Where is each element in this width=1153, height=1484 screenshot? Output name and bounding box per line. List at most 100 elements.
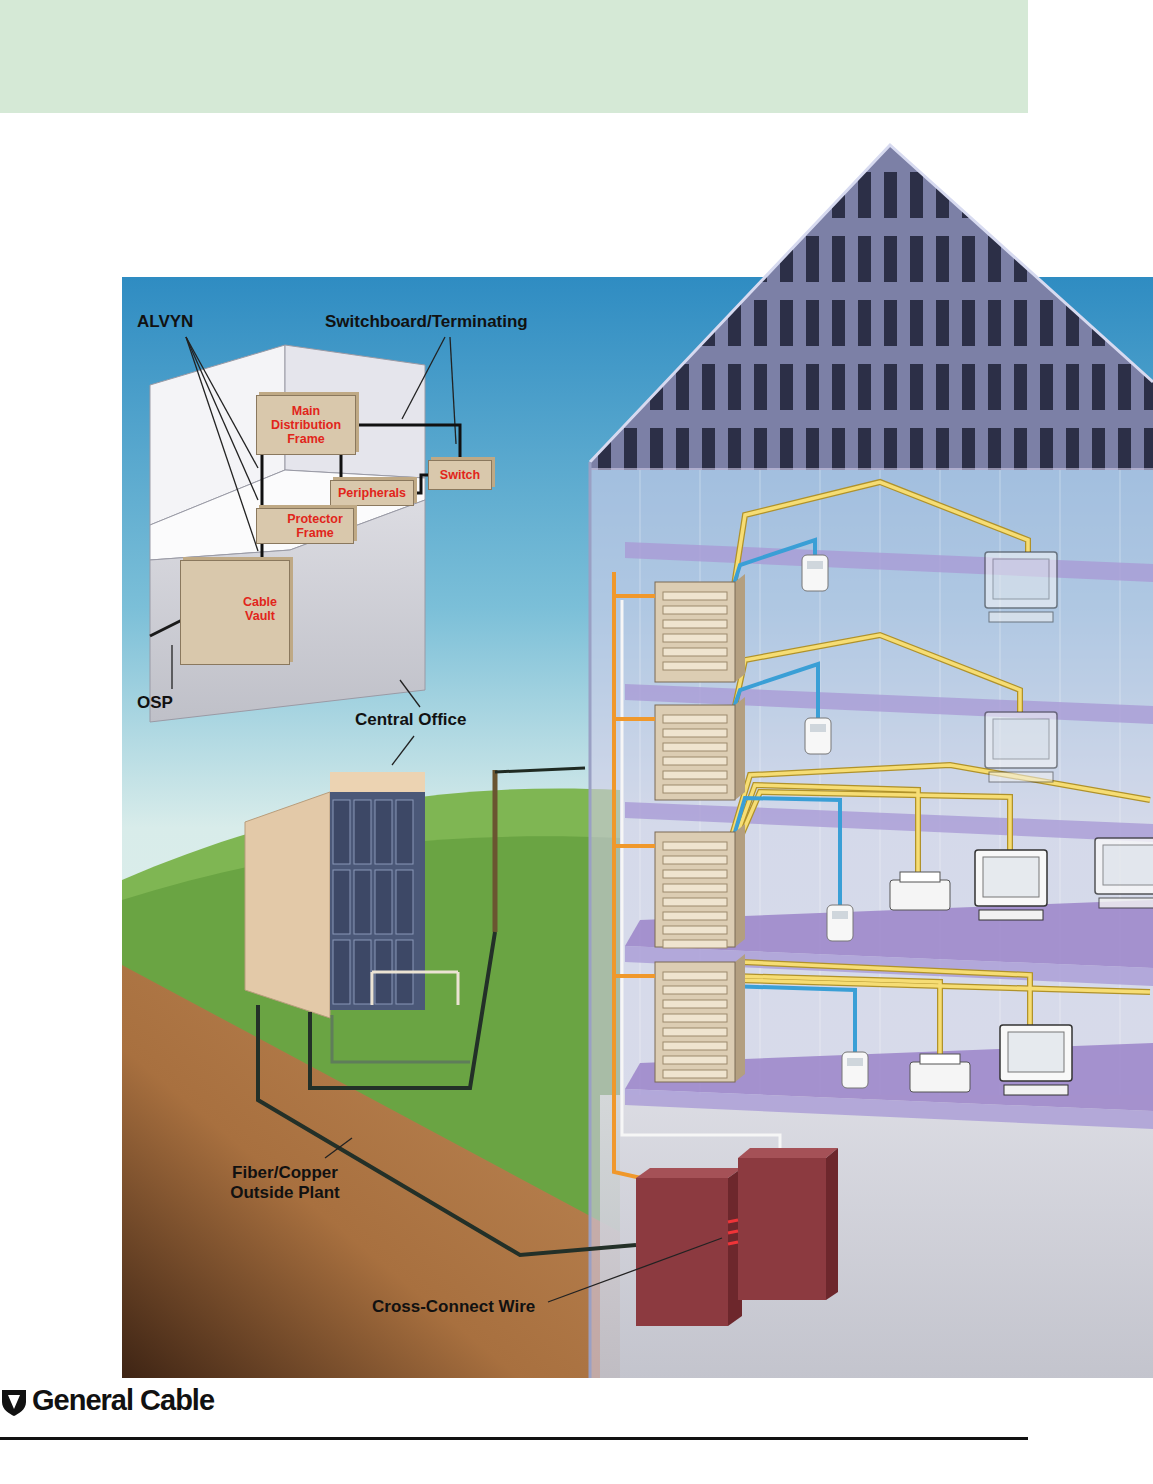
office-device: [1095, 838, 1153, 908]
building-windows: [1144, 172, 1153, 218]
network-cable: [735, 792, 1010, 850]
equipment-rack: [663, 743, 727, 751]
outside-plant-cable: [310, 932, 495, 1088]
building-windows: [1118, 300, 1131, 346]
building-windows: [728, 364, 741, 410]
office-windows: [354, 800, 371, 864]
equipment-rack: [663, 729, 727, 737]
outside-plant-cable: [258, 932, 636, 1255]
building-windows: [598, 172, 611, 218]
utility-pole: [493, 770, 498, 932]
riser-cable: [614, 717, 655, 721]
office-device: [810, 724, 826, 732]
building-windows: [1066, 172, 1079, 218]
network-cable: [735, 980, 1150, 992]
central-office-building: [330, 792, 425, 1010]
riser-cable: [614, 572, 650, 1180]
building-windows: [832, 236, 845, 282]
building-windows: [728, 428, 741, 474]
building-windows: [1040, 236, 1053, 282]
office-device: [975, 850, 1047, 906]
equipment-rack: [663, 1000, 727, 1008]
building-windows: [884, 428, 897, 474]
office-building: [590, 145, 1153, 462]
building-windows: [1092, 172, 1105, 218]
network-cable: [730, 765, 1150, 842]
cross-connect-wire: [728, 1220, 738, 1244]
building-windows: [806, 428, 819, 474]
equipment-rack: [655, 697, 745, 800]
building-windows: [988, 364, 1001, 410]
building-windows: [754, 428, 767, 474]
equipment-rack: [735, 954, 745, 1082]
office-device: [985, 552, 1057, 608]
equipment-rack: [663, 912, 727, 920]
building-windows: [780, 428, 793, 474]
header-band: [0, 0, 1028, 113]
office-device: [910, 1054, 970, 1092]
building-windows: [988, 172, 1001, 218]
building-windows: [1118, 428, 1131, 474]
building-windows: [676, 172, 689, 218]
office-windows: [375, 800, 392, 864]
office-device: [985, 552, 1057, 622]
equipment-rack: [663, 870, 727, 878]
office-device: [827, 905, 853, 941]
office-device: [890, 872, 950, 910]
office-building: [590, 145, 1153, 1378]
office-device: [832, 911, 848, 919]
outside-plant-label: Fiber/Copper Outside Plant: [210, 1163, 360, 1203]
leader-line: [402, 337, 445, 419]
equipment-rack: [663, 898, 727, 906]
equipment-rack: [735, 697, 745, 800]
building-windows: [702, 236, 715, 282]
building-windows: [910, 172, 923, 218]
network-cable: [735, 980, 1150, 992]
building-windows: [988, 428, 1001, 474]
office-device: [1000, 1025, 1072, 1095]
building-windows: [910, 428, 923, 474]
building-windows: [702, 364, 715, 410]
building-windows: [858, 236, 871, 282]
equipment-rack: [663, 1070, 727, 1078]
office-windows: [396, 800, 413, 864]
cross-connect-frame: [738, 1148, 838, 1158]
office-device: [805, 718, 831, 754]
office-device: [985, 712, 1057, 782]
leader-line: [186, 337, 258, 468]
cross-connect-frame: [738, 1158, 826, 1300]
building-windows: [728, 172, 741, 218]
equipment-label: Protector Frame: [281, 512, 349, 540]
central-office-cutaway: [150, 500, 425, 722]
equipment-rack: [663, 926, 727, 934]
equipment-rack: [663, 757, 727, 765]
building-windows: [832, 300, 845, 346]
office-device: [983, 857, 1039, 897]
office-device: [805, 718, 831, 754]
building-windows: [884, 364, 897, 410]
building-windows: [624, 364, 637, 410]
riser-cable: [614, 844, 655, 848]
office-building: [600, 1095, 1153, 1378]
outside-plant-cable: [258, 1005, 636, 1255]
cable-type-label: Switchboard/Terminating: [325, 312, 528, 332]
leader-line: [186, 337, 258, 500]
equipment-rack: [663, 785, 727, 793]
building-windows: [728, 236, 741, 282]
office-windows: [333, 940, 350, 1004]
cross-connect-wire: [728, 1242, 738, 1244]
equipment-label: Peripherals: [338, 486, 406, 500]
equipment-label: Switch: [440, 468, 480, 482]
office-device: [827, 905, 853, 941]
building-windows: [1144, 300, 1153, 346]
building-windows: [962, 428, 975, 474]
building-windows: [1144, 428, 1153, 474]
office-device: [1000, 1025, 1072, 1081]
equipment-rack: [655, 574, 745, 682]
office-device: [842, 1052, 868, 1088]
building-label: Central Office: [355, 710, 466, 730]
footer-rule: [0, 1437, 1028, 1440]
hills: [122, 788, 620, 1378]
brand-logo: General Cable: [32, 1384, 214, 1417]
office-device: [842, 1052, 868, 1088]
